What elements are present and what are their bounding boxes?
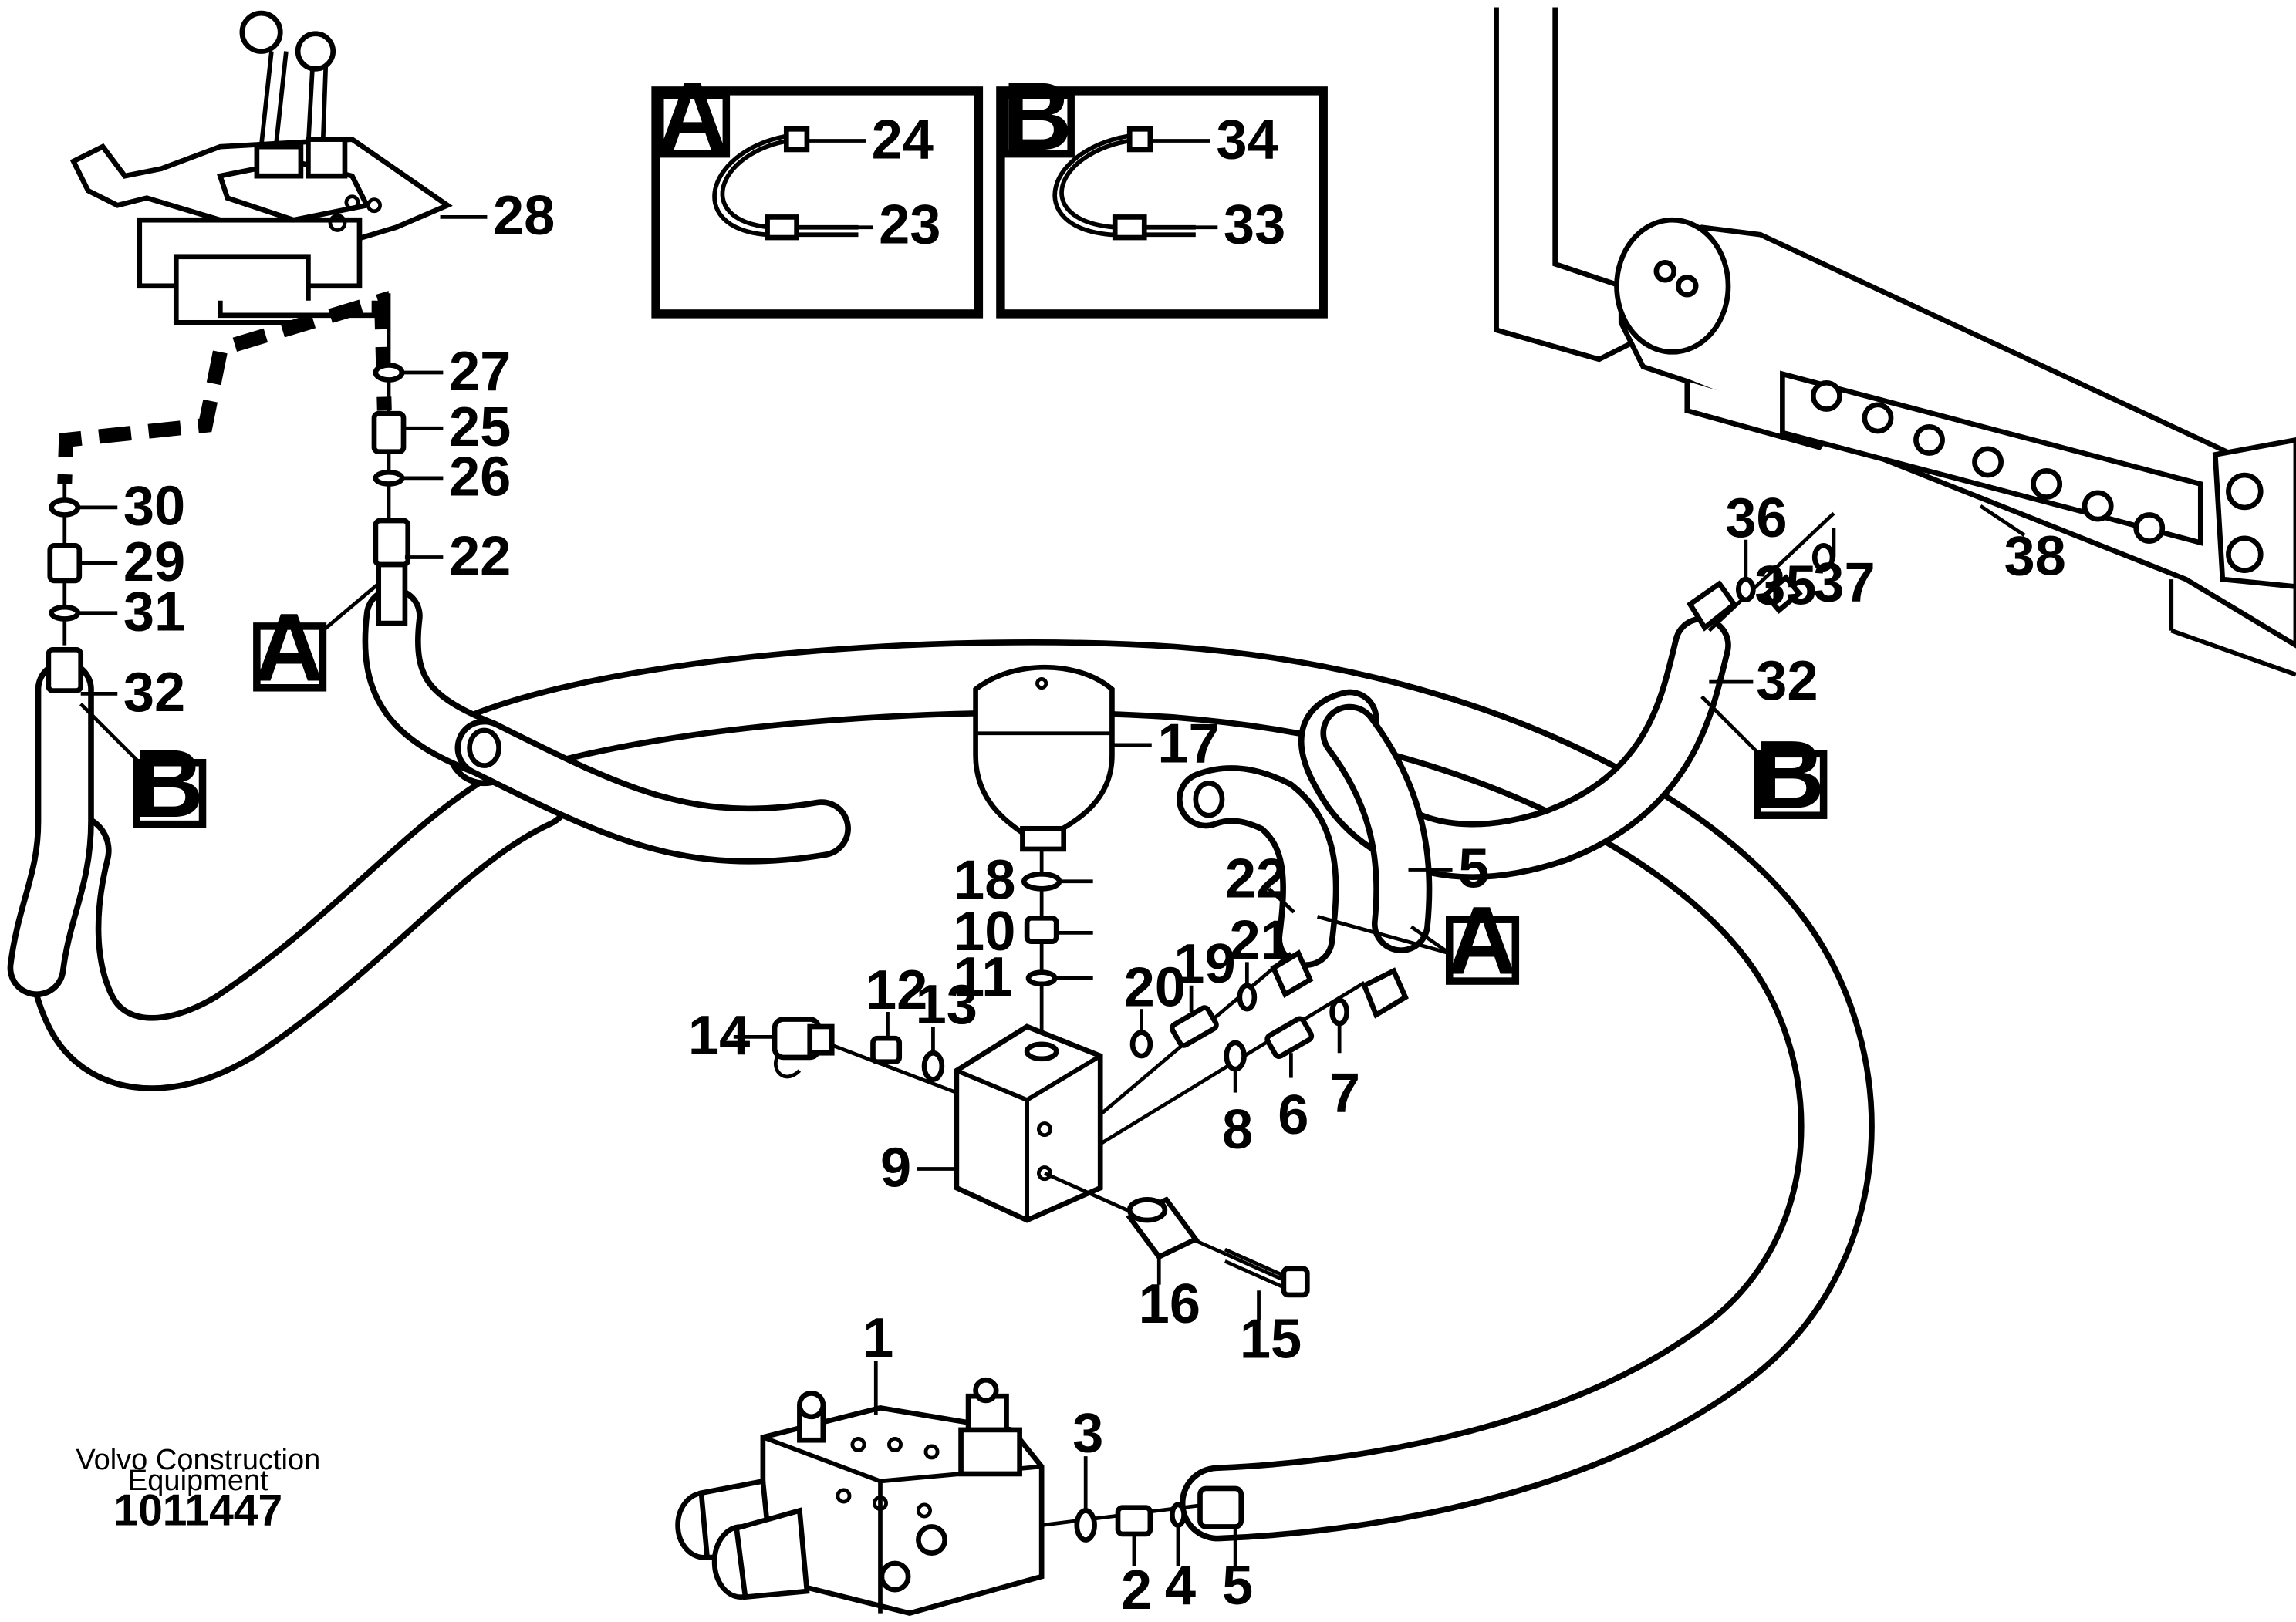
callout-16: 16 — [1139, 1273, 1200, 1335]
callout-12: 12 — [866, 959, 927, 1021]
fittings-right-of-block — [1129, 949, 1409, 1072]
inset-box-b: B 34 33 — [996, 62, 1328, 319]
callout-2: 2 — [1121, 1560, 1152, 1621]
callout-7: 7 — [1329, 1062, 1360, 1124]
fitting-stack-right — [1687, 511, 1835, 632]
bolt-and-spacer — [1126, 1196, 1310, 1298]
hose-22-left — [362, 586, 851, 865]
tag-a-left-letter: A — [254, 592, 324, 701]
callout-19: 19 — [1173, 933, 1235, 995]
callout-31: 31 — [123, 582, 185, 643]
fitting-stack-left — [371, 293, 411, 626]
company-name-line2: Equipment — [128, 1465, 268, 1497]
footer-block: Volvo Construction Equipment 1011447 — [76, 1444, 320, 1535]
callout-numbers: 28 27 25 26 22 30 29 31 32 17 18 10 11 1… — [123, 185, 2066, 1621]
callout-8: 8 — [1222, 1099, 1253, 1161]
callout-10: 10 — [954, 901, 1015, 963]
callout-9: 9 — [880, 1137, 911, 1199]
tag-a-center: A — [1316, 886, 1520, 995]
dashed-connection — [57, 291, 392, 484]
hose-5-right — [1320, 703, 1433, 953]
control-lever-unit — [69, 10, 453, 325]
fittings-valve-outlet — [1041, 1485, 1244, 1543]
callout-17: 17 — [1157, 713, 1219, 775]
inset-b-label-bottom: 33 — [1224, 194, 1285, 256]
tag-b-right-letter: B — [1755, 720, 1825, 829]
accumulator — [973, 664, 1115, 852]
callout-20: 20 — [1124, 956, 1186, 1018]
callout-36: 36 — [1725, 487, 1787, 549]
callout-29: 29 — [123, 531, 185, 593]
callout-32-left: 32 — [123, 662, 185, 723]
callout-leaders — [76, 215, 2026, 1566]
inset-a-letter: A — [657, 62, 728, 170]
fittings-left-of-block — [772, 1017, 945, 1082]
callout-5-bottom: 5 — [1222, 1555, 1253, 1617]
tag-b-right: B — [1700, 695, 1828, 829]
inset-a-label-top: 24 — [872, 109, 934, 170]
callout-38: 38 — [2004, 525, 2065, 587]
main-valve — [675, 1377, 1045, 1617]
callout-22-center: 22 — [1225, 848, 1287, 910]
callout-27: 27 — [449, 341, 511, 403]
callout-25: 25 — [449, 396, 511, 458]
callout-21: 21 — [1230, 910, 1292, 972]
callout-6: 6 — [1278, 1084, 1308, 1146]
callout-32-right: 32 — [1756, 650, 1818, 712]
inset-box-a: A 24 23 — [651, 62, 984, 319]
cylinder-assembly — [1494, 7, 2296, 677]
valve-block — [954, 1023, 1103, 1223]
tag-b-left-letter: B — [133, 729, 204, 838]
hose-22-center — [1177, 765, 1339, 968]
callout-1: 1 — [863, 1307, 893, 1369]
callout-5-right: 5 — [1458, 838, 1489, 899]
fitting-stack-center — [1021, 850, 1062, 1044]
fitting-stack-far-left — [46, 484, 84, 693]
callout-28: 28 — [493, 185, 555, 247]
callout-11: 11 — [954, 946, 1012, 1008]
callout-3: 3 — [1072, 1402, 1103, 1464]
callout-15: 15 — [1240, 1309, 1302, 1371]
callout-14: 14 — [688, 1005, 750, 1067]
inset-a-label-bottom: 23 — [879, 194, 940, 256]
hose-32-left — [7, 659, 94, 997]
callout-4: 4 — [1165, 1555, 1196, 1617]
callout-37: 37 — [1813, 552, 1875, 614]
callout-22-left: 22 — [449, 525, 511, 587]
inset-b-letter: B — [1002, 62, 1072, 170]
drawing-number: 1011447 — [113, 1486, 282, 1536]
callout-13: 13 — [916, 974, 977, 1036]
callout-18: 18 — [954, 850, 1015, 912]
tag-b-left: B — [79, 703, 207, 838]
company-name-line1: Volvo Construction — [76, 1444, 320, 1476]
callout-30: 30 — [123, 476, 185, 538]
callout-26: 26 — [449, 447, 511, 508]
tag-a-center-letter: A — [1447, 886, 1517, 995]
tag-a-left: A — [253, 582, 380, 701]
inset-b-label-top: 34 — [1216, 109, 1278, 170]
callout-35: 35 — [1754, 555, 1816, 616]
